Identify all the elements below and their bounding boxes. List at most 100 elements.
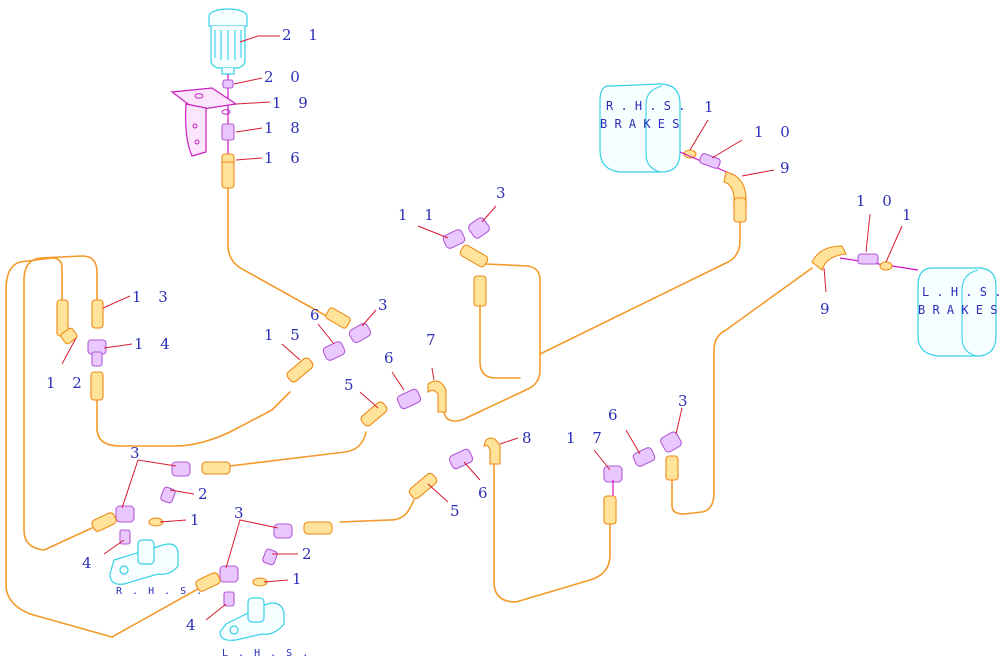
hose-fitting-16 [221, 153, 235, 189]
callout-17: 1 7 [566, 429, 608, 447]
pipe-tee11-down [479, 297, 521, 379]
hose-end-5b [408, 472, 438, 500]
callout-6a: 6 [310, 306, 326, 324]
callout-11: 1 1 [398, 206, 440, 224]
tee-fitting-3c [171, 461, 191, 477]
rhs-brakes-unit: R . H . S . B R A K E S [599, 83, 685, 173]
callout-9b: 9 [820, 300, 836, 318]
tee-fitting-3b [468, 217, 490, 239]
bulkhead-fitting [221, 123, 235, 141]
pipe-midleft [229, 431, 367, 467]
callout-2b: 2 [302, 545, 318, 563]
mounting-bracket [170, 87, 238, 157]
tee-fitting-11 [442, 229, 466, 249]
tee-fitting-3e [273, 523, 293, 539]
hose-end-3c [201, 461, 231, 475]
lhs-cylinder-label: L . H . S . [222, 648, 310, 659]
callout-3c: 3 [130, 444, 146, 462]
callout-3e: 3 [234, 504, 250, 522]
adaptor-10a [699, 153, 721, 169]
rhs-master-cylinder [109, 539, 179, 585]
rhs-brakes-label-1: R . H . S . [606, 99, 685, 113]
callout-19: 1 9 [272, 94, 314, 112]
reservoir-assembly [170, 8, 248, 189]
callout-4b: 4 [186, 616, 202, 634]
hose-end-5a [360, 401, 388, 427]
pipe-right-lower-loop [671, 267, 813, 515]
union-6a [322, 341, 346, 361]
lhs-brakes-label-1: L . H . S . [922, 285, 1000, 299]
pipe-tee14-down [96, 391, 291, 447]
callout-1c: 1 [190, 511, 206, 529]
callout-6c: 6 [478, 484, 494, 502]
hose-end-11-down [473, 275, 487, 307]
callout-6d: 6 [608, 406, 624, 424]
union-6d [632, 447, 656, 467]
leader-lines [61, 35, 903, 621]
callout-20: 2 0 [264, 68, 306, 86]
pipe-elbow7-to-rhs-brake [443, 263, 541, 422]
fittings-lhs-brake [811, 245, 919, 271]
callout-15: 1 5 [264, 326, 306, 344]
rhs-master-cylinder-group: R . H . S . [91, 461, 231, 597]
adaptor-2b [262, 548, 278, 566]
callout-10b: 1 0 [856, 192, 898, 210]
callout-8: 8 [522, 429, 538, 447]
lhs-master-cylinder-group: L . H . S . [195, 521, 333, 659]
callout-3a: 3 [378, 296, 394, 314]
lhs-brakes-unit: L . H . S . B R A K E S [917, 267, 1000, 357]
pipe-inner-loop [23, 255, 98, 551]
elbow-8 [483, 437, 501, 465]
pipe-outer-loop [5, 257, 206, 638]
callout-1b: 1 [902, 206, 918, 224]
elbow-9b [811, 245, 847, 271]
rhs-cylinder-label: R . H . S . [116, 586, 204, 597]
hose-end-13 [91, 299, 104, 329]
union-6c [448, 448, 474, 470]
hose-end-15 [286, 357, 314, 383]
lhs-brakes-label-2: B R A K E S [918, 303, 997, 317]
fittings-left [56, 299, 107, 401]
adaptor-10b [857, 253, 879, 265]
tee-fitting-3d [660, 431, 682, 453]
lhs-master-cylinder [219, 597, 285, 641]
fittings-center [286, 217, 490, 427]
brake-pipes [5, 185, 813, 638]
callout-1a: 1 [704, 98, 720, 116]
tee-fitting-3a [348, 322, 372, 344]
rhs-brakes-label-2: B R A K E S [600, 117, 679, 131]
callout-16: 1 6 [264, 149, 306, 167]
callout-4a: 4 [82, 554, 98, 572]
fluid-reservoir [208, 8, 248, 75]
callout-10a: 1 0 [754, 123, 796, 141]
callout-5b: 5 [450, 502, 466, 520]
washer-1b [879, 261, 893, 271]
union-6b [396, 388, 422, 410]
hose-end-14-down [90, 371, 104, 401]
tee-fitting-14 [87, 339, 107, 367]
callouts: 2 1 2 0 1 9 1 8 1 6 1 3 1 4 1 2 1 5 6 3 … [46, 26, 918, 634]
callout-2a: 2 [198, 485, 214, 503]
pipe-lower-left [339, 499, 415, 523]
elbow-7 [427, 380, 447, 413]
tee-fitting-17 [603, 465, 623, 483]
fittings-rhs-brake [679, 149, 747, 223]
hose-end-3e [303, 521, 333, 535]
callout-14: 1 4 [134, 335, 176, 353]
callout-9a: 9 [780, 159, 796, 177]
callout-3d: 3 [678, 392, 694, 410]
callout-18: 1 8 [264, 119, 306, 137]
callout-21: 2 1 [282, 26, 324, 44]
fittings-right-lower [603, 431, 682, 525]
callout-5a: 5 [344, 376, 360, 394]
pipe-elbow8-loop [493, 461, 611, 603]
reservoir-outlet-fitting [222, 79, 234, 89]
pipe-reservoir-to-tee-top [227, 185, 331, 319]
callout-7: 7 [426, 331, 442, 349]
tee-fitting-3e-left [219, 565, 239, 583]
adaptor-4b [223, 591, 235, 607]
callout-1d: 1 [292, 570, 308, 588]
callout-12: 1 2 [46, 374, 88, 392]
pipe-long-diagonal [539, 221, 741, 355]
